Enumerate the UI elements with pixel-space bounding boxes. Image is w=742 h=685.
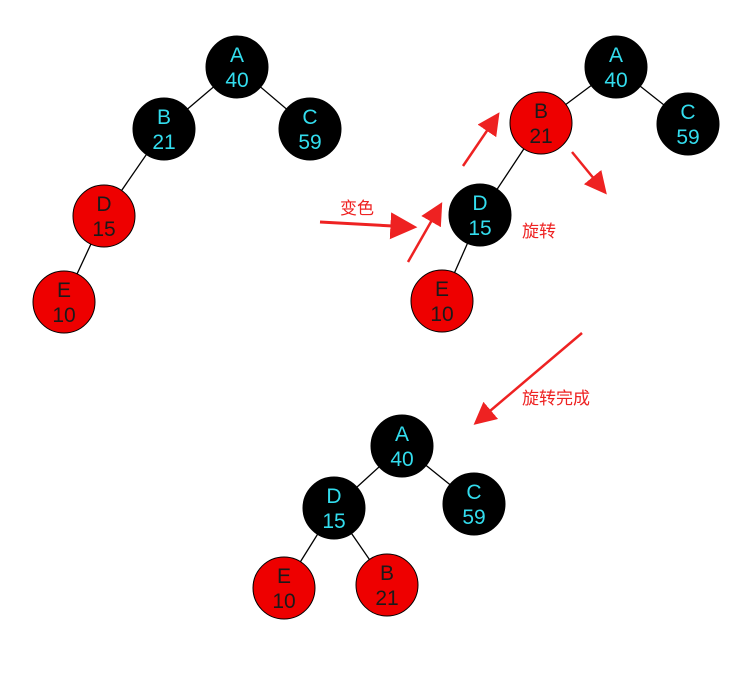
node-value: 40 [225,69,248,92]
node-circle [302,476,366,540]
node-key: E [57,279,71,302]
node-value: 59 [676,126,699,149]
node-d: D15 [448,183,512,247]
node-b: B21 [132,97,196,161]
node-value: 40 [604,69,627,92]
node-b: B21 [355,553,419,617]
node-b: B21 [509,91,573,155]
node-key: D [326,485,341,508]
node-value: 10 [430,303,453,326]
node-circle [410,269,474,333]
node-circle [355,553,419,617]
node-circle [442,472,506,536]
node-circle [584,35,648,99]
node-key: E [277,565,291,588]
node-value: 21 [529,125,552,148]
node-key: B [534,100,548,123]
node-key: C [466,481,481,504]
rotate-arrow-up-lower [406,202,443,263]
node-value: 15 [92,218,115,241]
node-key: C [302,106,317,129]
rotate-label: 旋转 [522,222,556,242]
node-value: 21 [152,131,175,154]
node-key: B [157,106,171,129]
rotate-arrow-up-upper [461,112,500,167]
node-circle [656,92,720,156]
node-c: C59 [278,97,342,161]
node-circle [509,91,573,155]
node-value: 15 [468,217,491,240]
node-c: C59 [656,92,720,156]
node-key: A [230,44,244,67]
node-e: E10 [32,270,96,334]
transition-arrows [319,112,607,425]
node-key: D [96,193,111,216]
node-circle [32,270,96,334]
node-a: A40 [370,414,434,478]
recolor-label: 变色 [340,199,374,219]
node-a: A40 [584,35,648,99]
node-value: 15 [322,510,345,533]
node-key: C [680,101,695,124]
node-circle [370,414,434,478]
node-d: D15 [72,184,136,248]
node-key: A [609,44,623,67]
recolor-arrow [319,212,418,240]
node-circle [448,183,512,247]
node-value: 21 [375,587,398,610]
node-e: E10 [410,269,474,333]
node-key: B [380,562,394,585]
node-key: D [472,192,487,215]
node-a: A40 [205,35,269,99]
node-circle [252,556,316,620]
rotate-done-arrow [473,332,583,425]
node-value: 10 [52,304,75,327]
node-circle [205,35,269,99]
node-value: 10 [272,590,295,613]
node-key: A [395,423,409,446]
node-circle [278,97,342,161]
node-key: E [435,278,449,301]
node-circle [132,97,196,161]
node-value: 59 [298,131,321,154]
node-e: E10 [252,556,316,620]
node-circle [72,184,136,248]
rotate-arrow-down-right [571,151,607,195]
node-c: C59 [442,472,506,536]
node-value: 59 [462,506,485,529]
rotate-done-label: 旋转完成 [522,389,590,409]
node-value: 40 [390,448,413,471]
node-d: D15 [302,476,366,540]
